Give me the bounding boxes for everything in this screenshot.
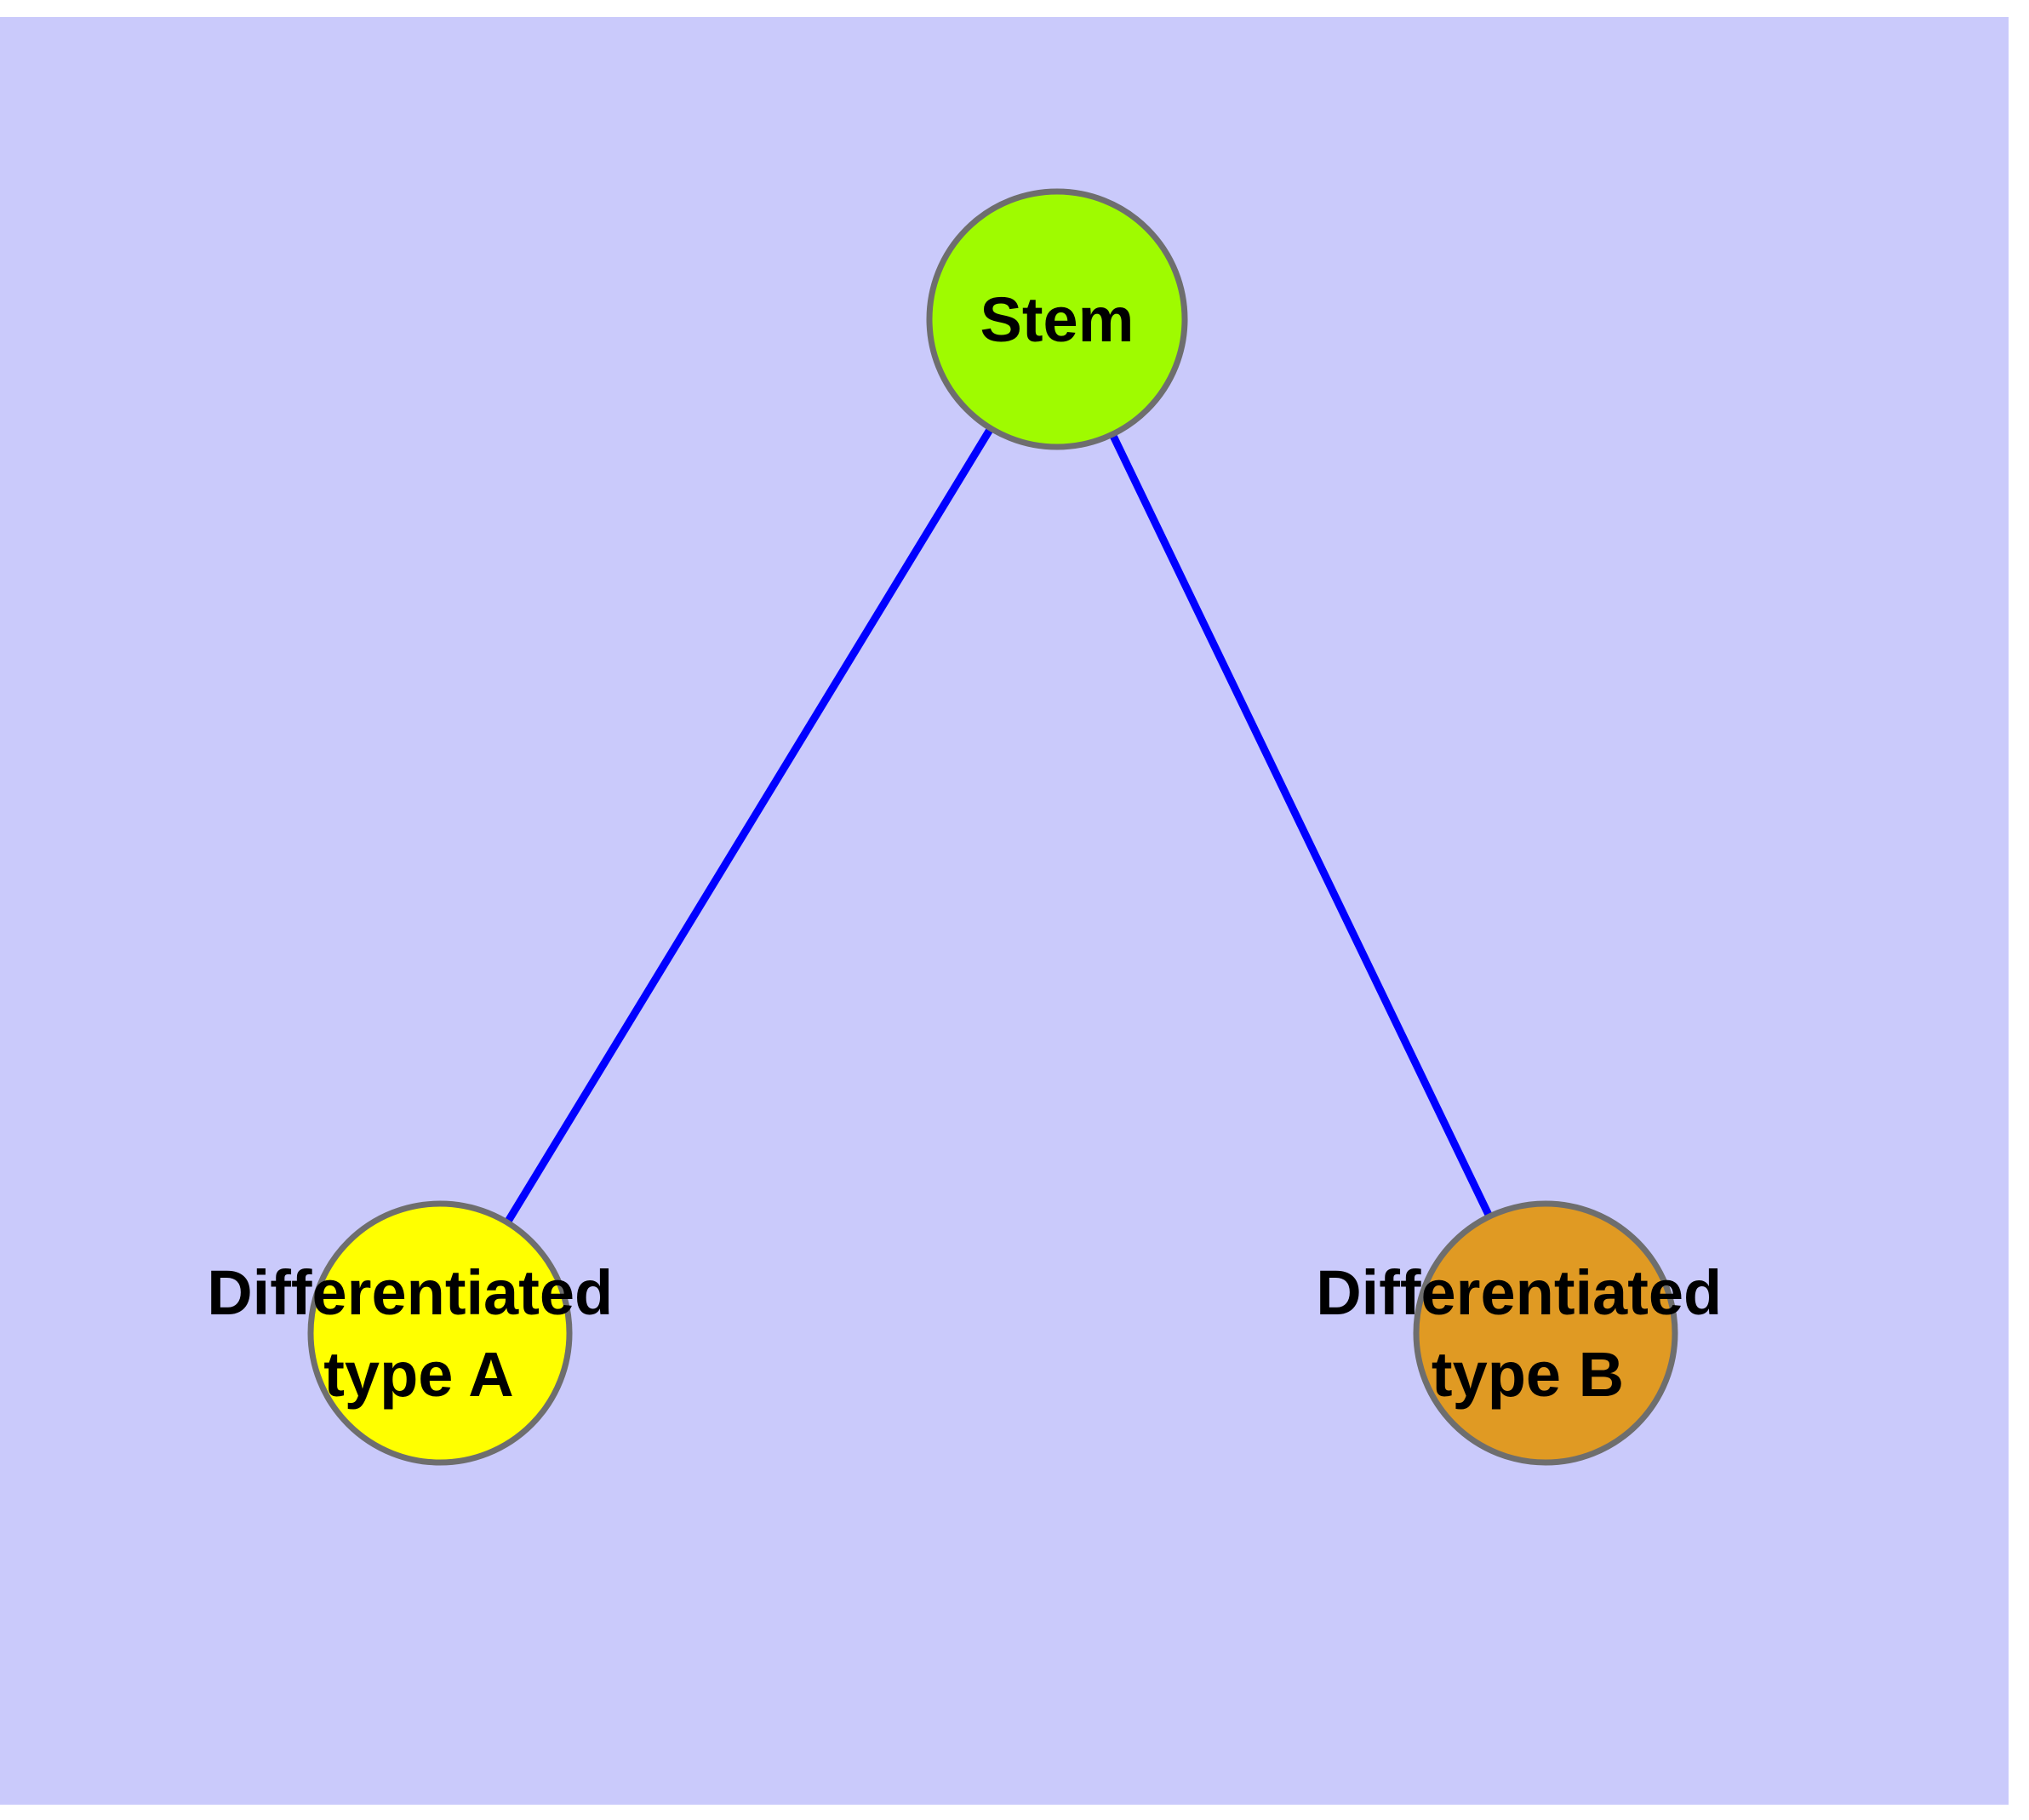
node-label-stem-line-1: Stem [980, 284, 1135, 355]
node-label-differentiated-type-a-line-2: type A [323, 1339, 513, 1410]
node-label-differentiated-type-b-line-1: Differentiated [1316, 1257, 1722, 1328]
node-label-differentiated-type-b-line-2: type B [1432, 1339, 1624, 1410]
node-differentiated-type-b[interactable] [1413, 1200, 1678, 1466]
edge-stem-to-differentiated-a[interactable] [437, 317, 1060, 1336]
edges-layer [437, 317, 1550, 1336]
edge-stem-to-differentiated-b[interactable] [1053, 318, 1550, 1335]
node-label-differentiated-type-b: Differentiated type B [1316, 1257, 1740, 1410]
labels-layer: Stem Differentiated type A Differentiate… [207, 284, 1740, 1410]
node-label-differentiated-type-a-line-1: Differentiated [207, 1257, 613, 1328]
node-differentiated-type-a[interactable] [307, 1200, 573, 1466]
nodes-layer [307, 188, 1678, 1466]
node-label-stem: Stem [980, 284, 1135, 355]
node-label-differentiated-type-a: Differentiated type A [207, 1257, 631, 1410]
node-stem[interactable] [926, 188, 1188, 450]
